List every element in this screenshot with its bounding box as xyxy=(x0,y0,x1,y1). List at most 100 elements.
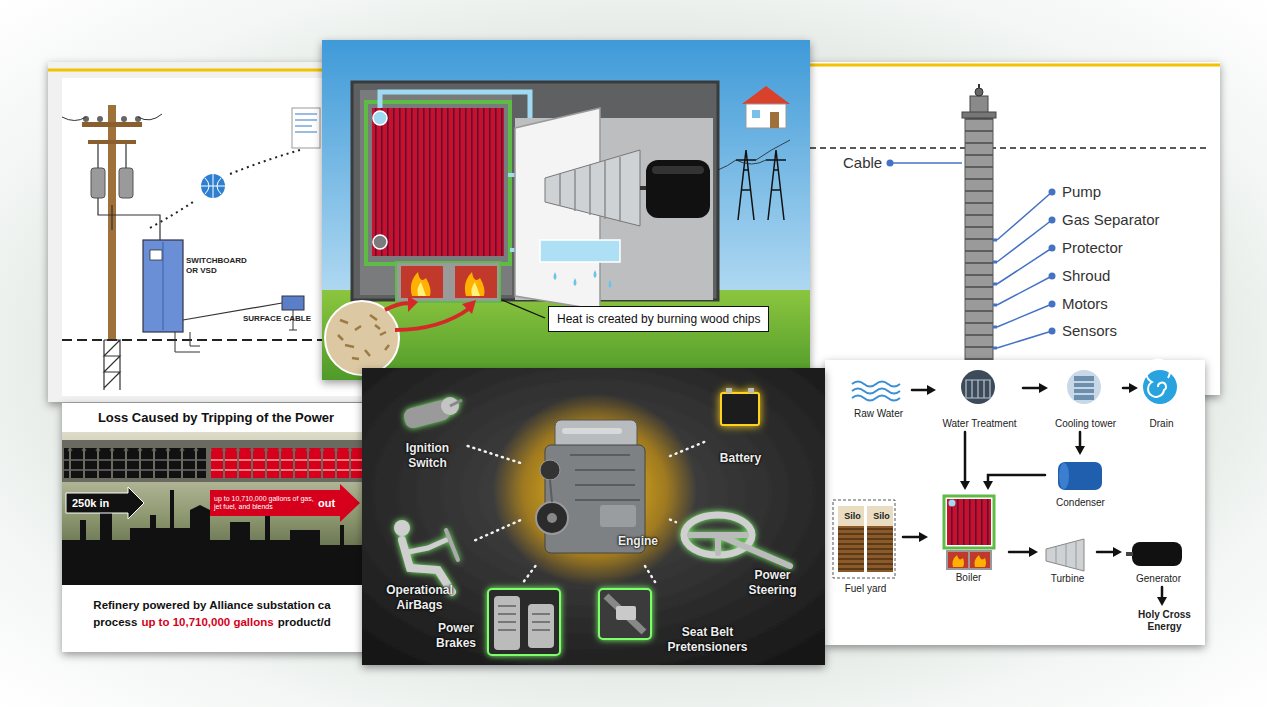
plant-flow-icons-part xyxy=(947,499,991,545)
well-art-part xyxy=(1049,245,1056,252)
pump-power-art-part xyxy=(150,250,162,260)
biomass-art xyxy=(322,82,810,380)
part-label: Cable xyxy=(843,154,882,172)
arrow-head xyxy=(1029,547,1038,557)
well-art-part xyxy=(1049,189,1056,196)
equipment-label: SURFACE CABLE xyxy=(243,314,311,324)
well-art-part xyxy=(997,192,1052,348)
dotted-line xyxy=(473,520,520,541)
refinery-art-part xyxy=(66,487,144,519)
refinery-art-part xyxy=(62,432,370,585)
biomass-art-part xyxy=(325,301,399,375)
plant-flow-icons-part xyxy=(1074,382,1094,394)
arrow-line xyxy=(1009,551,1030,554)
arrow-line xyxy=(912,389,928,392)
arrow-line xyxy=(1123,387,1130,390)
process-icon: Drain xyxy=(1138,366,1185,432)
plant-flow-icons-part xyxy=(944,496,994,548)
arrow-head xyxy=(1129,383,1138,393)
plant-flow-icons-part xyxy=(949,500,956,507)
pump-power-art-part xyxy=(292,108,320,148)
dotted-line xyxy=(645,566,657,585)
engine-art-part xyxy=(721,388,759,425)
pump-power-art-part xyxy=(175,332,200,352)
well-art xyxy=(790,65,1220,395)
node-text: Engine xyxy=(608,534,668,549)
plant-flow-panel-part xyxy=(825,360,1205,645)
biomass-art-part xyxy=(718,140,790,170)
arrow-line xyxy=(988,475,1045,482)
arrow-head xyxy=(1157,597,1167,606)
engine-art-part xyxy=(536,502,568,534)
engine-art-part xyxy=(550,455,640,502)
well-art-part xyxy=(1049,301,1056,308)
engine-art-part-part xyxy=(488,589,560,655)
pump-power-art-part xyxy=(48,69,370,72)
node-text: Drain xyxy=(1138,418,1185,430)
plant-flow-icons xyxy=(833,360,1182,578)
engine-art-part xyxy=(402,397,462,430)
biomass-art-part xyxy=(502,300,545,318)
node-text: Power Steering xyxy=(736,568,809,598)
arrow-head xyxy=(1113,547,1122,557)
pump-power-art-part xyxy=(143,240,183,332)
engine-art-part-part xyxy=(446,530,458,560)
flow-arrow xyxy=(912,385,936,395)
biomass-art-part xyxy=(338,315,389,359)
well-art-part xyxy=(975,88,983,96)
plant-flow-icons-part xyxy=(833,500,895,578)
engine-panel-part xyxy=(362,368,825,665)
flow-arrow xyxy=(903,532,928,542)
biomass-panel xyxy=(322,40,810,380)
refinery-panel xyxy=(62,403,370,652)
biomass-art-part xyxy=(385,303,412,310)
arrow-text: up to 10,710,000 gallons of gas, jet fue… xyxy=(214,495,318,511)
refinery-art-part xyxy=(210,484,360,522)
flow-arrow xyxy=(1075,432,1085,455)
process-icon: Condenser xyxy=(1045,455,1116,511)
arrow-line xyxy=(1023,387,1040,390)
pump-power-art-part xyxy=(119,168,133,198)
part-label: Shroud xyxy=(1062,267,1110,285)
component-icon: Ignition Switch xyxy=(388,393,467,473)
biomass-art-part xyxy=(372,108,504,256)
node-text: Generator xyxy=(1122,573,1195,585)
part-label: Protector xyxy=(1062,239,1123,257)
pump-power-art xyxy=(48,70,370,390)
node-text: Power Brakes xyxy=(427,621,485,651)
arrow-line xyxy=(1079,432,1082,447)
engine-art-part xyxy=(684,515,790,566)
refinery-art-part xyxy=(210,448,366,478)
engine-art-part xyxy=(547,513,557,523)
biomass-art-part xyxy=(417,282,480,296)
pump-power-art-part xyxy=(97,116,103,122)
arrow-head xyxy=(919,532,928,542)
callout-box: Heat is created by burning wood chips xyxy=(548,306,769,332)
node-text: Silo xyxy=(838,511,867,522)
component-icon: Battery xyxy=(705,383,776,471)
engine-art-part-part xyxy=(616,606,636,620)
dotted-line xyxy=(670,442,705,456)
component-icon: Operational AirBags xyxy=(366,515,473,615)
node-text: Silo xyxy=(867,511,896,522)
pump-power-art-part xyxy=(104,340,120,390)
equipment-label: SWITCHBOARD OR VSD xyxy=(186,256,256,276)
biomass-art-part xyxy=(770,112,779,128)
silo-box: Silo xyxy=(838,506,867,572)
plant-flow-icons-part xyxy=(1074,376,1094,400)
process-icon: Turbine xyxy=(1038,535,1097,587)
plant-flow-icons-part xyxy=(1132,542,1182,566)
node-text: Battery xyxy=(705,451,776,466)
biomass-art-part xyxy=(540,240,620,262)
text-row: processup to 10,710,000 gallonsproduct/d xyxy=(62,615,362,630)
plant-flow-icons-part xyxy=(946,550,992,570)
fuel-yard-box: Fuel yardSiloSilo xyxy=(828,495,903,600)
dotted-connector xyxy=(645,566,657,585)
slide-text: product/d xyxy=(278,615,331,630)
flow-arrow xyxy=(1123,383,1138,393)
process-icon: Cooling tower xyxy=(1048,366,1123,432)
plant-flow-icons-part xyxy=(1067,370,1101,404)
biomass-art-part xyxy=(373,111,387,125)
pump-power-art-part xyxy=(135,116,141,122)
engine-art-part-part xyxy=(690,535,790,566)
